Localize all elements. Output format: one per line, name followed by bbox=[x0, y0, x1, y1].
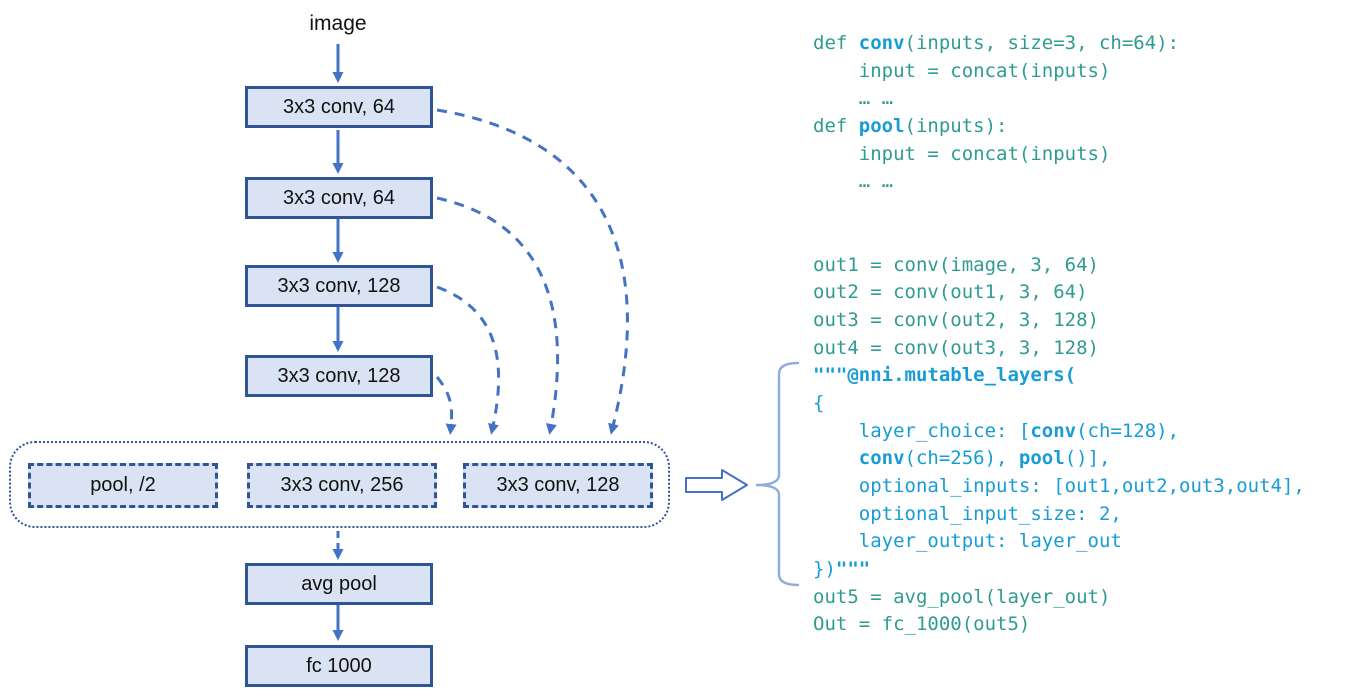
code-line bbox=[813, 224, 1358, 252]
code-line: … … bbox=[813, 87, 894, 110]
skip-connection-curve-4 bbox=[435, 376, 457, 435]
brace-icon bbox=[755, 361, 800, 587]
code-line: layer_choice: [conv(ch=128), bbox=[813, 419, 1180, 442]
avg-pool-box: avg pool bbox=[245, 563, 433, 605]
code-line: out1 = conv(image, 3, 64) bbox=[813, 253, 1099, 276]
block-arrow-icon bbox=[685, 469, 748, 501]
code-line: conv(ch=256), pool()], bbox=[858, 447, 1111, 470]
skip-connection-curve-1 bbox=[436, 108, 629, 435]
input-label: image bbox=[309, 12, 367, 35]
code-block: def conv(inputs, size=3, ch=64): input =… bbox=[813, 30, 1358, 639]
code-line: Out = fc_1000(out5) bbox=[813, 613, 1031, 636]
conv-box-1: 3x3 conv, 64 bbox=[245, 86, 433, 128]
code-line: out2 = conv(out1, 3, 64) bbox=[813, 281, 1088, 304]
code-line: def pool(inputs): bbox=[813, 115, 1008, 138]
code-line: def conv(inputs, size=3, ch=64): bbox=[813, 32, 1180, 54]
code-line: { bbox=[813, 391, 825, 414]
choice-box-conv128: 3x3 conv, 128 bbox=[463, 463, 653, 508]
code-line: … … bbox=[813, 170, 894, 193]
code-line: layer_output: layer_out bbox=[813, 530, 1122, 553]
choice-box-conv256: 3x3 conv, 256 bbox=[247, 463, 437, 508]
code-line: optional_input_size: 2, bbox=[813, 502, 1122, 525]
conv-box-3: 3x3 conv, 128 bbox=[245, 265, 433, 307]
code-line bbox=[813, 196, 1358, 224]
code-line: optional_inputs: [out1,out2,out3,out4], bbox=[813, 475, 1305, 497]
code-line: """@nni.mutable_layers( bbox=[813, 364, 1077, 387]
code-line: out3 = conv(out2, 3, 128) bbox=[813, 308, 1099, 331]
code-line: out5 = avg_pool(layer_out) bbox=[813, 585, 1111, 608]
code-line: out4 = conv(out3, 3, 128) bbox=[813, 336, 1099, 359]
conv-box-2: 3x3 conv, 64 bbox=[245, 177, 433, 219]
conv-box-4: 3x3 conv, 128 bbox=[245, 355, 433, 397]
fc-box: fc 1000 bbox=[245, 645, 433, 687]
code-line: input = concat(inputs) bbox=[813, 59, 1111, 82]
skip-connection-curve-2 bbox=[436, 196, 560, 435]
code-line: })""" bbox=[813, 558, 871, 581]
skip-connection-curve-3 bbox=[436, 285, 501, 435]
code-line: input = concat(inputs) bbox=[813, 142, 1111, 165]
mutable-layer-container bbox=[9, 441, 670, 528]
choice-box-pool: pool, /2 bbox=[28, 463, 218, 508]
